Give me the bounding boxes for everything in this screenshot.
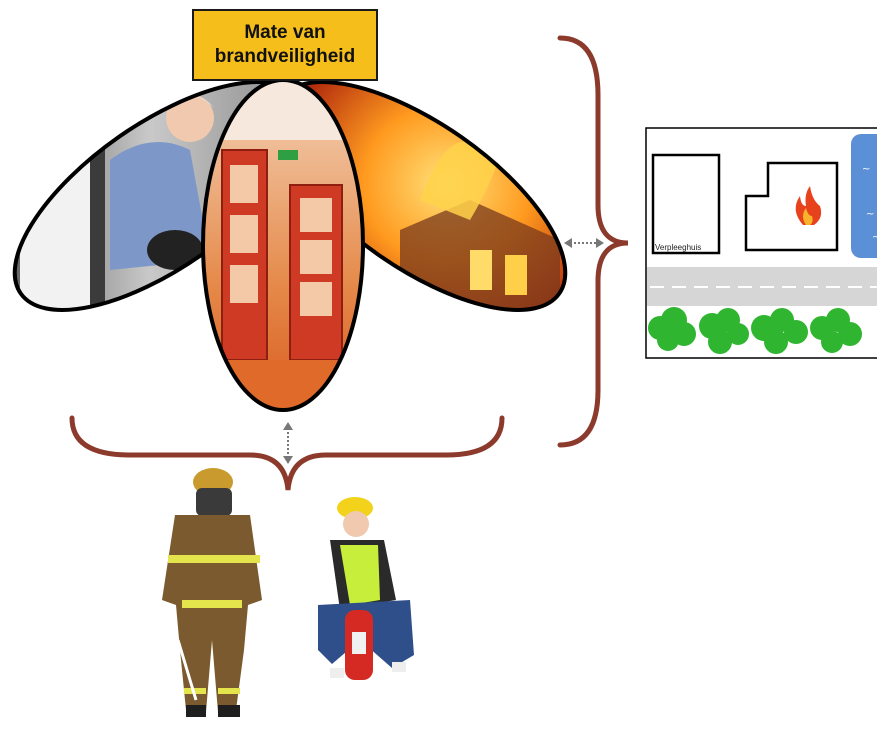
worker-figure	[318, 497, 414, 680]
trees	[648, 307, 862, 354]
flame-icon	[795, 186, 822, 225]
building-fire	[744, 161, 839, 252]
bracket-bottom	[69, 415, 505, 491]
bracket-right	[557, 35, 629, 448]
title-text: Mate van brandveiligheid	[214, 22, 356, 67]
building-nursing-home	[651, 153, 721, 255]
title-box: Mate van brandveiligheid	[192, 9, 378, 81]
svg-text:~: ~	[872, 232, 877, 243]
firefighter-figure	[162, 468, 262, 717]
arrow-horizontal	[564, 238, 604, 248]
svg-text:~: ~	[866, 209, 874, 220]
arrow-vertical	[283, 422, 293, 464]
site-map: ~ ~ ~	[645, 127, 877, 359]
building-label: Verpleeghuis	[655, 243, 702, 252]
water-area	[851, 134, 877, 258]
svg-text:~: ~	[862, 164, 870, 175]
